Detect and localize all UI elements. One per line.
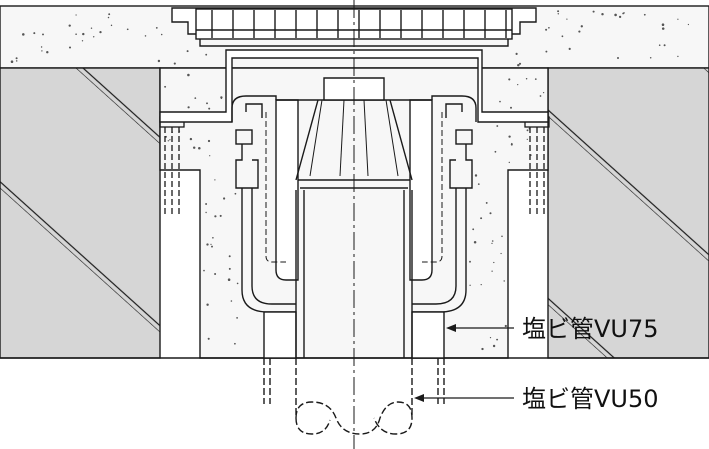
- drain-body: [159, 49, 549, 313]
- slab-left: [0, 67, 161, 359]
- leader-vu50: [414, 394, 514, 402]
- slab-right: [547, 67, 709, 359]
- anchor-bolts: [159, 116, 550, 215]
- leader-vu75: [446, 324, 514, 332]
- pipe-vu75: [263, 311, 445, 404]
- label-pipe-vu75: 塩ビ管VU75: [522, 315, 659, 343]
- label-pipe-vu50: 塩ビ管VU50: [522, 385, 659, 413]
- pipe-vu50: [295, 190, 413, 435]
